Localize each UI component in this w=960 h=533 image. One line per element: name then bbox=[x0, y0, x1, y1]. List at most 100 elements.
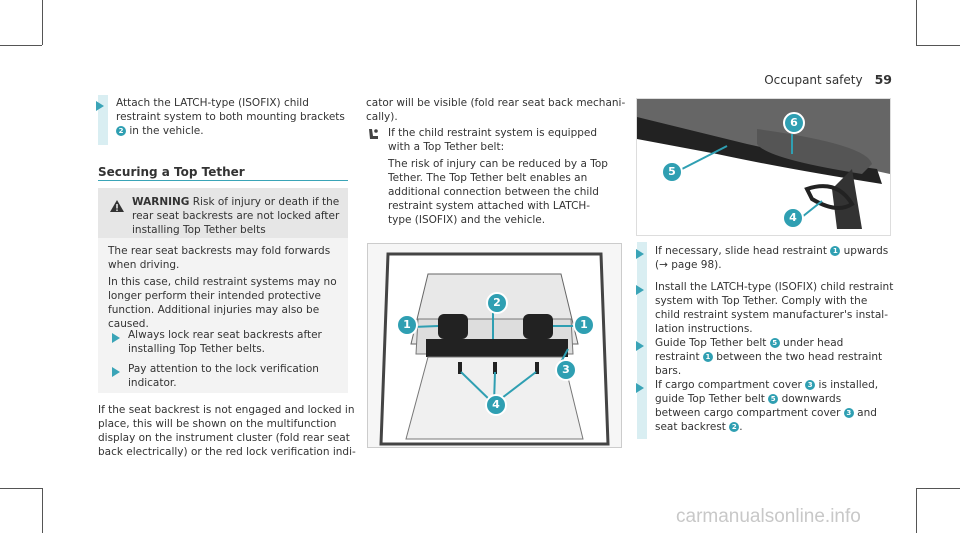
text-line: If the seat backrest is not engaged and … bbox=[98, 404, 355, 416]
step-item: If cargo compartment cover 3 is installe… bbox=[655, 378, 905, 434]
text-line: The rear seat backrests may fold forward… bbox=[108, 245, 331, 257]
warning-triangle-icon bbox=[110, 197, 124, 216]
text-line: seat backrest 2. bbox=[655, 420, 905, 434]
text-line: system with Top Tether. Comply with the bbox=[655, 295, 868, 307]
text-span: downwards bbox=[778, 393, 842, 405]
step-arrow-icon bbox=[636, 249, 644, 259]
callout-2: 2 bbox=[486, 292, 508, 314]
step-item: Install the LATCH-type (ISOFIX) child re… bbox=[655, 280, 905, 336]
text-line: when driving. bbox=[108, 259, 180, 271]
callout-number: 1 bbox=[702, 352, 713, 362]
callout-number: 5 bbox=[768, 394, 779, 404]
text-line: lation instructions. bbox=[655, 323, 753, 335]
crop-mark bbox=[916, 0, 917, 45]
text-span: Risk of injury or death if the bbox=[189, 196, 340, 208]
text-line: Always lock rear seat backrests after bbox=[128, 329, 322, 341]
callout-number: 2 bbox=[116, 126, 126, 136]
watermark: carmanualsonline.info bbox=[676, 506, 861, 527]
crop-mark bbox=[42, 0, 43, 45]
text-line: with a Top Tether belt: bbox=[388, 141, 505, 153]
text-line: between cargo compartment cover 3 and bbox=[655, 406, 905, 420]
text-line: Attach the LATCH-type (ISOFIX) child bbox=[116, 97, 309, 109]
closing-paragraph: If the seat backrest is not engaged and … bbox=[98, 403, 358, 459]
text-line: Pay attention to the lock verification bbox=[128, 363, 319, 375]
text-line: WARNING Risk of injury or death if the bbox=[132, 195, 346, 209]
callout-4: 4 bbox=[485, 394, 507, 416]
crop-mark bbox=[42, 488, 43, 533]
step-item: Guide Top Tether belt 5 under head restr… bbox=[655, 336, 905, 378]
text-line: restraint system attached with LATCH- bbox=[388, 200, 591, 212]
callout-1-right: 1 bbox=[573, 314, 595, 336]
text-span: If necessary, slide head restraint bbox=[655, 245, 831, 257]
cargo-compartment-illustration: 2 1 1 3 4 bbox=[367, 243, 622, 448]
callout-number: 1 bbox=[830, 246, 841, 256]
header-title: Occupant safety bbox=[764, 73, 863, 87]
text-line: function. Additional injuries may also b… bbox=[108, 304, 320, 316]
warning-header bbox=[98, 188, 348, 238]
continuation-text: cator will be visible (fold rear seat ba… bbox=[366, 96, 628, 124]
note-text: If the child restraint system is equippe… bbox=[388, 126, 628, 227]
step-arrow-icon bbox=[636, 383, 644, 393]
page-number: 59 bbox=[874, 72, 892, 87]
text-line: guide Top Tether belt 5 downwards bbox=[655, 392, 905, 406]
text-line: Tether. The Top Tether belt enables an bbox=[388, 172, 588, 184]
step-attach: Attach the LATCH-type (ISOFIX) child res… bbox=[116, 96, 356, 138]
child-seat-icon bbox=[366, 126, 380, 145]
step-arrow-icon bbox=[96, 101, 104, 111]
text-line: longer perform their intended protective bbox=[108, 290, 322, 302]
warning-label: WARNING bbox=[132, 196, 190, 208]
top-tether-illustration: 6 5 4 bbox=[636, 98, 891, 236]
text-line: In this case, child restraint systems ma… bbox=[108, 276, 337, 288]
text-span: between the two head restraint bbox=[712, 351, 883, 363]
callout-number: 3 bbox=[805, 380, 816, 390]
callout-number: 2 bbox=[729, 422, 740, 432]
text-line: If the child restraint system is equippe… bbox=[388, 127, 598, 139]
text-span: is installed, bbox=[815, 379, 879, 391]
text-line: additional connection between the child bbox=[388, 186, 599, 198]
text-line: Guide Top Tether belt 5 under head bbox=[655, 336, 905, 350]
text-line: display on the instrument cluster (fold … bbox=[98, 432, 350, 444]
text-span: seat backrest bbox=[655, 421, 730, 433]
text-line: 2 in the vehicle. bbox=[116, 124, 356, 138]
text-span: Guide Top Tether belt bbox=[655, 337, 770, 349]
text-line: indicator. bbox=[128, 377, 177, 389]
page-ref-link[interactable]: (→ page 98). bbox=[655, 259, 722, 271]
text-span: guide Top Tether belt bbox=[655, 393, 769, 405]
text-line: cator will be visible (fold rear seat ba… bbox=[366, 97, 626, 109]
text-line: Install the LATCH-type (ISOFIX) child re… bbox=[655, 281, 894, 293]
page-header: Occupant safety 59 bbox=[764, 72, 892, 87]
callout-5: 5 bbox=[661, 161, 683, 183]
step-item: If necessary, slide head restraint 1 upw… bbox=[655, 244, 905, 272]
text-line: child restraint system manufacturer's in… bbox=[655, 309, 888, 321]
text-line: installing Top Tether belts bbox=[132, 224, 266, 236]
text-line: bars. bbox=[655, 365, 682, 377]
crop-mark bbox=[0, 488, 42, 489]
warning-box: WARNING Risk of injury or death if the r… bbox=[98, 188, 348, 393]
crop-mark bbox=[916, 45, 960, 46]
text-span: upwards bbox=[840, 245, 889, 257]
crop-mark bbox=[916, 488, 960, 489]
section-divider bbox=[98, 180, 348, 181]
warning-bullet: Pay attention to the lock verification i… bbox=[128, 362, 344, 390]
bullet-arrow-icon bbox=[112, 333, 120, 343]
text-line: type (ISOFIX) and the vehicle. bbox=[388, 214, 546, 226]
callout-6: 6 bbox=[783, 112, 805, 134]
text-line: restraint 1 between the two head restrai… bbox=[655, 350, 905, 364]
step-bar bbox=[637, 242, 647, 439]
text-line: If cargo compartment cover 3 is installe… bbox=[655, 378, 905, 392]
callout-number: 3 bbox=[843, 408, 854, 418]
text-line: place, this will be shown on the multifu… bbox=[98, 418, 337, 430]
callout-number: 5 bbox=[769, 338, 780, 348]
text-line: If necessary, slide head restraint 1 upw… bbox=[655, 244, 905, 258]
callout-4: 4 bbox=[782, 207, 804, 229]
text-span: in the vehicle. bbox=[126, 125, 204, 137]
text-line: back electrically) or the red lock verif… bbox=[98, 446, 356, 458]
warning-bullet: Always lock rear seat backrests after in… bbox=[128, 328, 344, 356]
section-title: Securing a Top Tether bbox=[98, 165, 245, 179]
text-line: The risk of injury can be reduced by a T… bbox=[388, 158, 608, 170]
text-span: under head bbox=[779, 337, 844, 349]
bullet-arrow-icon bbox=[112, 367, 120, 377]
text-line: rear seat backrests are not locked after bbox=[132, 210, 340, 222]
text-line: restraint system to both mounting bracke… bbox=[116, 111, 345, 123]
text-line: cally). bbox=[366, 111, 398, 123]
